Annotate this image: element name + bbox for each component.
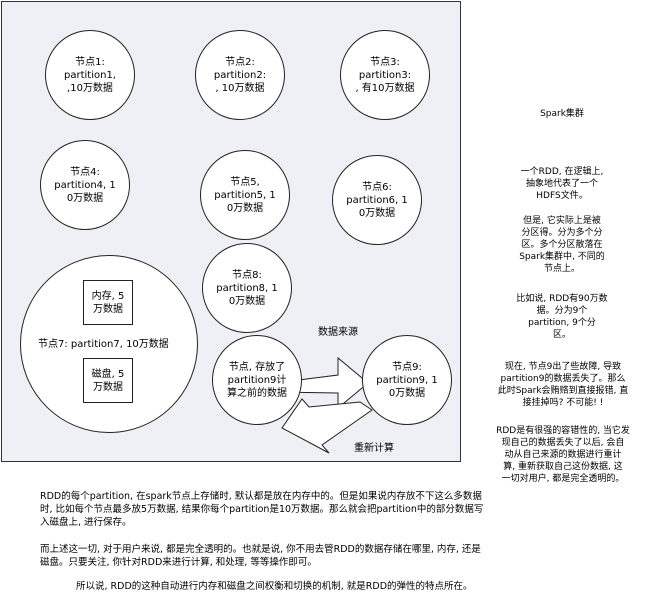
node-2-label: 节点2: partition2: , 10万数据 — [213, 56, 267, 94]
recompute-label: 重新计算 — [354, 443, 394, 454]
node-3-label: 节点3: partition3: , 有10万数据 — [355, 56, 415, 94]
node-8: 节点8: partition8, 1 0万数据 — [202, 243, 292, 333]
sidebar-paragraph-3: 比如说, RDD有90万数 据。分为9个 partition, 9个分 区。 — [516, 294, 608, 340]
node-3: 节点3: partition3: , 有10万数据 — [340, 30, 430, 120]
sidebar-title: Spark集群 — [540, 109, 584, 119]
disk-box: 磁盘, 5 万数据 — [83, 358, 133, 403]
node-4-label: 节点4: partition4, 1 0万数据 — [54, 166, 116, 204]
node-7-label: 节点7: partition7, 10万数据 — [38, 339, 169, 350]
data-source-label: 数据来源 — [318, 327, 358, 338]
bottom-paragraph-2: 而上述这一切, 对于用户来说, 都是完全透明的。也就是说, 你不用去管RDD的数… — [40, 544, 481, 568]
sidebar-paragraph-5: RDD是有很强的容错性的, 当它发 现自己的数据丢失了以后, 会自 动从自己来源… — [496, 426, 630, 484]
bottom-paragraph-1: RDD的每个partition, 在spark节点上存储时, 默认都是放在内存中… — [40, 491, 484, 528]
node-5-label: 节点5, partition5, 1 0万数据 — [214, 176, 276, 214]
node-2: 节点2: partition2: , 10万数据 — [195, 30, 285, 120]
node-9-label: 节点9: partition9, 1 0万数据 — [376, 361, 438, 399]
node-4: 节点4: partition4, 1 0万数据 — [40, 140, 130, 230]
bottom-paragraph-3: 所以说, RDD的这种自动进行内存和磁盘之间权衡和切换的机制, 就是RDD的弹性… — [76, 581, 473, 592]
sidebar-paragraph-4: 现在, 节点9出了些故障, 导致 partition9的数据丢失了。那么 此时S… — [497, 362, 629, 408]
node-1-label: 节点1: partition1, ,10万数据 — [64, 56, 116, 94]
sidebar-paragraph-1: 一个RDD, 在逻辑上, 抽象地代表了一个 HDFS文件。 — [520, 167, 604, 201]
node-1: 节点1: partition1, ,10万数据 — [45, 30, 135, 120]
backup-node: 节点, 存放了 partition9计 算之前的数据 — [212, 335, 302, 425]
node-6-label: 节点6: partition6, 1 0万数据 — [346, 181, 408, 219]
backup-node-label: 节点, 存放了 partition9计 算之前的数据 — [227, 361, 287, 399]
memory-box: 内存, 5 万数据 — [83, 280, 133, 325]
node-8-label: 节点8: partition8, 1 0万数据 — [216, 269, 278, 307]
sidebar-paragraph-2: 但是, 它实际上是被 分区得。分为多个分 区。多个分区散落在 Spark集群中,… — [519, 216, 605, 274]
node-9: 节点9: partition9, 1 0万数据 — [362, 335, 452, 425]
node-5: 节点5, partition5, 1 0万数据 — [200, 150, 290, 240]
recompute-arrow — [281, 398, 373, 454]
node-6: 节点6: partition6, 1 0万数据 — [332, 155, 422, 245]
